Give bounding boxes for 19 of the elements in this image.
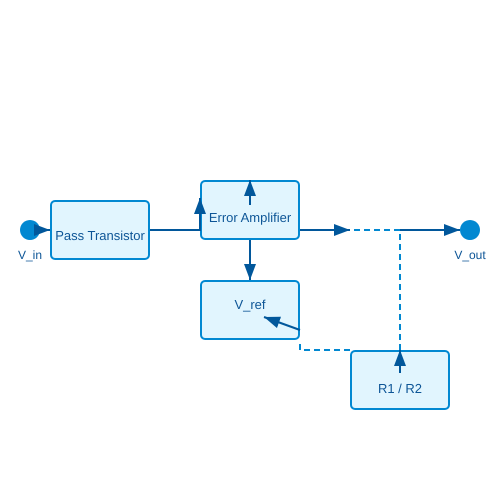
arrow xyxy=(394,350,406,373)
box-label: R1 / R2 xyxy=(378,380,422,396)
process-box xyxy=(200,180,300,240)
arrow xyxy=(300,224,350,236)
arrow xyxy=(244,240,256,280)
arrow xyxy=(264,316,300,331)
arrow xyxy=(244,180,256,205)
arrow xyxy=(400,224,460,236)
box-label: V_ref xyxy=(234,296,266,312)
terminal-label: V_out xyxy=(454,248,486,262)
terminal-label: V_in xyxy=(18,248,42,262)
terminal-dot xyxy=(460,220,480,240)
box-label: Error Amplifier xyxy=(208,210,292,224)
arrow xyxy=(150,198,206,231)
process-box xyxy=(200,280,300,340)
process-box xyxy=(350,350,450,410)
process-box xyxy=(50,200,150,260)
arrow xyxy=(34,224,50,236)
box-label: Pass Transistor xyxy=(55,228,145,242)
